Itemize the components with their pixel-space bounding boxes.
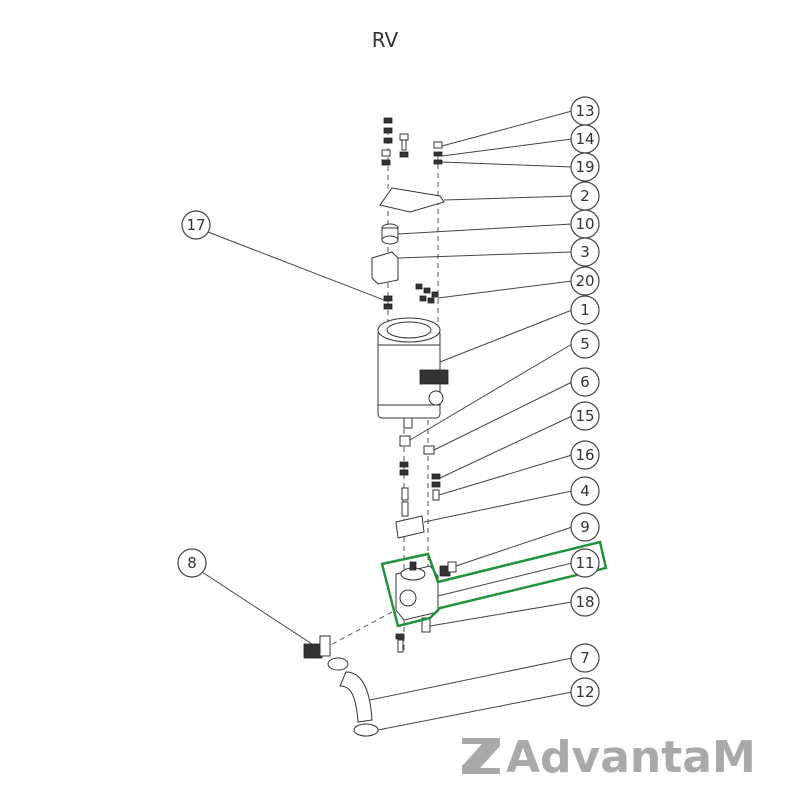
callout-1: 1 [570, 295, 600, 325]
hose-fitting [303, 635, 331, 659]
coupling-plate [395, 515, 425, 539]
callout-label: 14 [575, 130, 594, 148]
highlight-box [380, 540, 608, 628]
callout-7: 7 [570, 643, 600, 673]
callout-label: 4 [580, 482, 590, 500]
callout-label: 15 [575, 407, 594, 425]
callout-label: 19 [575, 158, 594, 176]
callout-13: 13 [570, 96, 600, 126]
advantam-logo: AdvantaM [462, 732, 756, 783]
callout-15: 15 [570, 401, 600, 431]
callout-label: 20 [575, 272, 594, 290]
callout-18: 18 [570, 587, 600, 617]
callout-label: 10 [575, 215, 594, 233]
lower-hardware [399, 435, 441, 501]
callout-label: 12 [575, 683, 594, 701]
callout-label: 3 [580, 243, 590, 261]
callout-14: 14 [570, 124, 600, 154]
callout-label: 11 [575, 554, 594, 572]
diagram-title: RV [371, 28, 399, 52]
callout-label: 5 [580, 335, 590, 353]
callout-9: 9 [570, 512, 600, 542]
callout-8: 8 [177, 548, 207, 578]
angle-bracket [371, 251, 399, 285]
callout-4: 4 [570, 476, 600, 506]
top-fasteners [381, 117, 443, 166]
callout-label: 9 [580, 518, 590, 536]
elbow-fitting [439, 561, 457, 577]
callout-label: 2 [580, 187, 590, 205]
spacer [381, 223, 399, 245]
assembly-axis-fitting [324, 611, 393, 649]
callout-label: 1 [580, 301, 590, 319]
callout-label: 8 [187, 554, 197, 572]
callout-label: 16 [575, 446, 594, 464]
callout-label: 18 [575, 593, 594, 611]
callout-12: 12 [570, 677, 600, 707]
callout-16: 16 [570, 440, 600, 470]
callout-6: 6 [570, 367, 600, 397]
callout-label: 7 [580, 649, 590, 667]
mounting-plate [379, 187, 445, 213]
callout-17: 17 [181, 210, 211, 240]
callout-11: 11 [570, 548, 600, 578]
electric-motor [377, 317, 449, 429]
suction-hose [327, 657, 379, 737]
callout-19: 19 [570, 152, 600, 182]
callout-label: 17 [186, 216, 205, 234]
callout-2: 2 [570, 181, 600, 211]
callout-label: 6 [580, 373, 590, 391]
callout-10: 10 [570, 209, 600, 239]
callout-20: 20 [570, 266, 600, 296]
leader-lines [201, 110, 573, 731]
hydraulic-pump [395, 561, 439, 621]
logo-text: AdvantaM [506, 732, 756, 783]
callout-label: 13 [575, 102, 594, 120]
callout-3: 3 [570, 237, 600, 267]
callout-5: 5 [570, 329, 600, 359]
bolt-cluster [383, 283, 439, 310]
